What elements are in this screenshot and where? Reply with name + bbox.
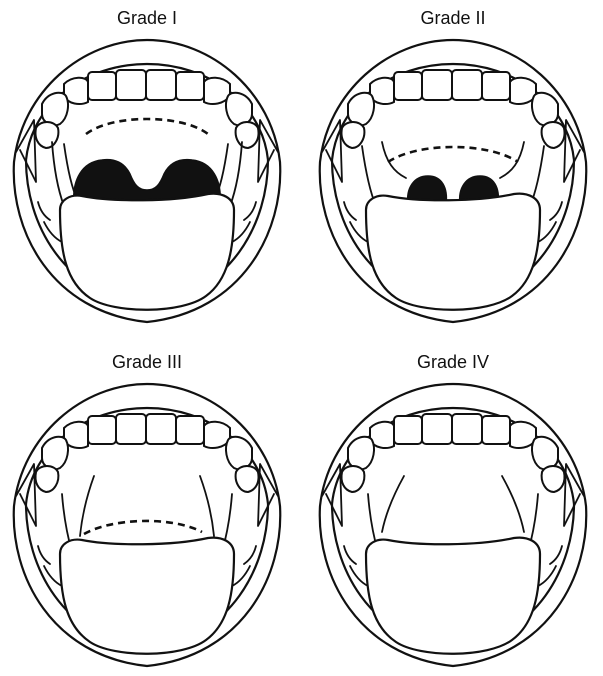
mouth-diagram: [2, 376, 292, 676]
tongue: [366, 194, 540, 310]
faucial-pillar-line: [200, 476, 214, 536]
faucial-pillar-line: [80, 476, 94, 536]
mouth-diagram: [308, 376, 598, 676]
faucial-pillar-line: [52, 142, 64, 206]
upper-teeth: [35, 70, 258, 148]
grade-title: Grade IV: [308, 352, 598, 373]
grade-title: Grade III: [2, 352, 292, 373]
upper-teeth: [341, 70, 564, 148]
upper-teeth: [35, 414, 258, 492]
faucial-pillar-line: [230, 142, 242, 206]
grade-1-panel: Grade I: [2, 0, 292, 330]
mouth-diagram: [2, 32, 292, 332]
faucial-pillar-line: [382, 142, 406, 178]
faucial-pillar-line: [382, 476, 404, 532]
grade-title: Grade II: [308, 8, 598, 29]
faucial-pillar-line: [502, 476, 524, 532]
grade-4-panel: Grade IV: [308, 344, 598, 674]
grade-3-panel: Grade III: [2, 344, 292, 674]
tongue: [60, 538, 234, 654]
upper-teeth: [341, 414, 564, 492]
soft-palate-line: [388, 147, 518, 162]
soft-palate-line: [86, 119, 208, 134]
mouth-diagram: [308, 32, 598, 332]
grade-title: Grade I: [2, 8, 292, 29]
soft-palate-line: [84, 521, 202, 534]
faucial-pillar-line: [500, 142, 524, 178]
tongue: [60, 194, 234, 310]
grade-2-panel: Grade II: [308, 0, 598, 330]
tongue: [366, 538, 540, 654]
